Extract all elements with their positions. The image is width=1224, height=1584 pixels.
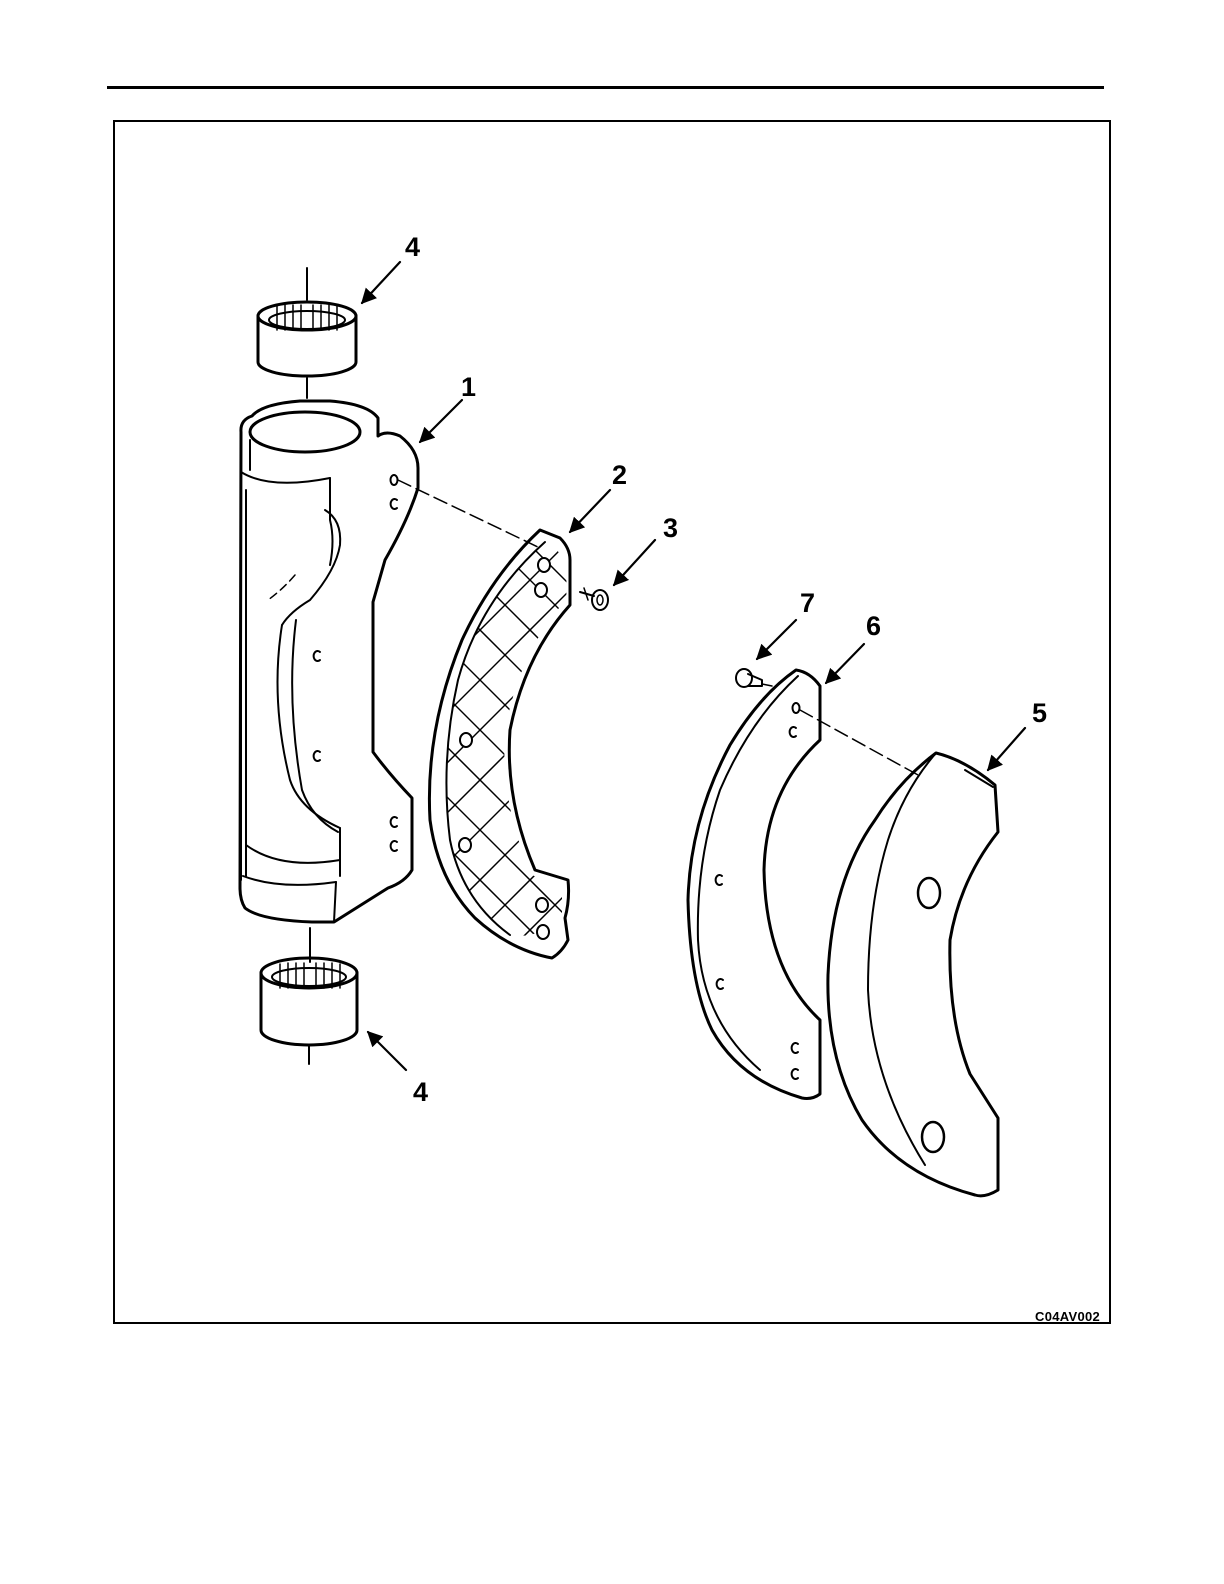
figure-id-label: C04AV002 [1035, 1309, 1100, 1324]
upper-needle-bearing-icon [258, 268, 356, 398]
callout-screw-7: 7 [800, 590, 815, 617]
callout-plate: 6 [866, 613, 881, 640]
lower-needle-bearing-icon [261, 928, 357, 1064]
callout-bearing-bottom: 4 [413, 1079, 428, 1106]
counterweight-icon [828, 753, 998, 1196]
screw-3-icon [580, 588, 608, 610]
grid-plate-icon [429, 480, 600, 960]
screw-7-icon [736, 669, 772, 687]
plate-icon [688, 670, 820, 1099]
callout-screw-3: 3 [663, 515, 678, 542]
callout-housing: 1 [461, 374, 476, 401]
callout-bearing-top: 4 [405, 234, 420, 261]
callout-grid-plate: 2 [612, 462, 627, 489]
callout-counterweight: 5 [1032, 700, 1047, 727]
housing-icon [240, 401, 418, 922]
